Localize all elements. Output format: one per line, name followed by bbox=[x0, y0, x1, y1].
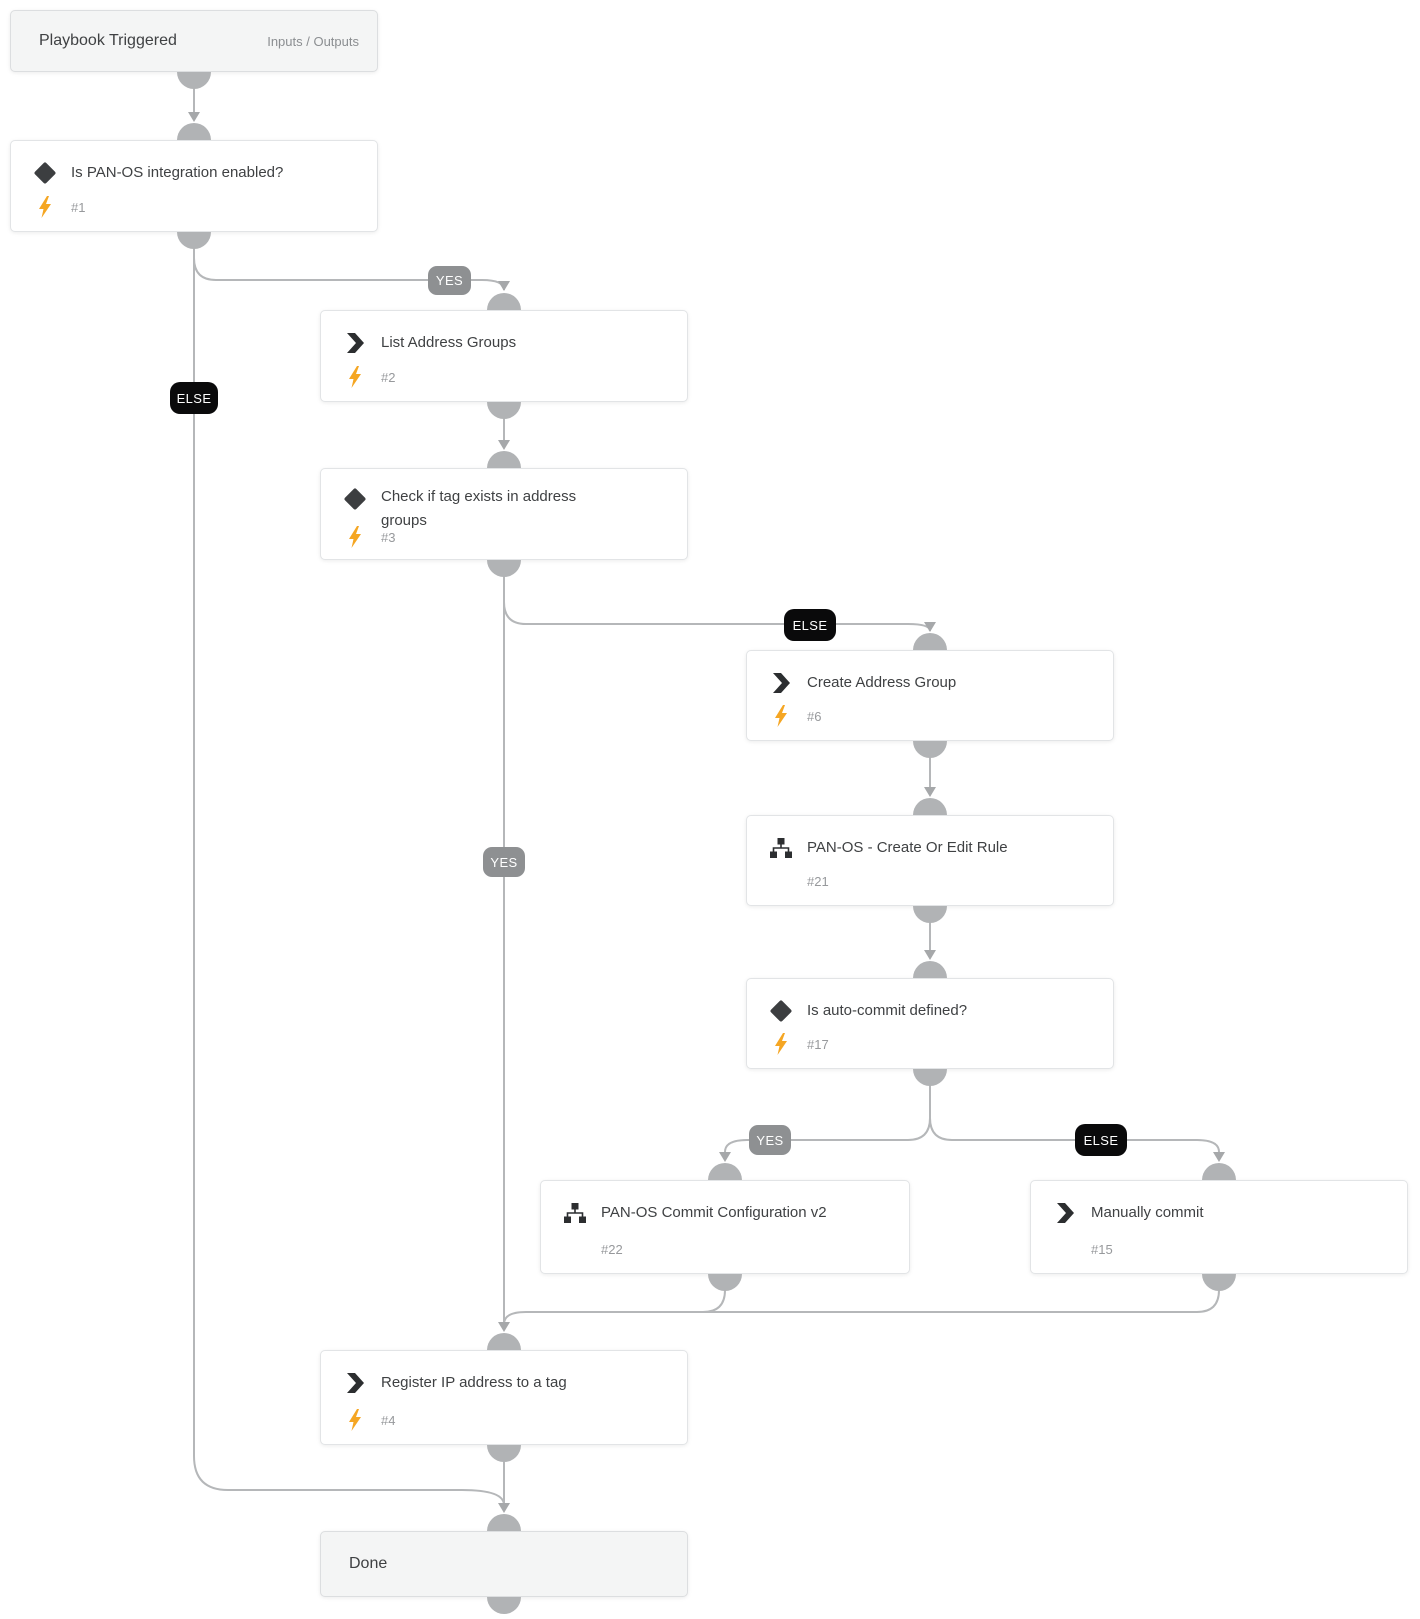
connector-node bbox=[177, 72, 211, 89]
connector-node bbox=[913, 798, 947, 815]
connector-node bbox=[177, 123, 211, 140]
connector-node bbox=[1202, 1274, 1236, 1291]
condition-diamond-icon bbox=[769, 999, 793, 1023]
condition-node-is-autocommit-defined[interactable]: Is auto-commit defined? #17 bbox=[746, 978, 1114, 1069]
connector-node bbox=[913, 906, 947, 923]
connector-node bbox=[487, 451, 521, 468]
task-title: Manually commit bbox=[1091, 1204, 1204, 1221]
subplaybook-sitemap-icon bbox=[563, 1201, 587, 1225]
automation-bolt-icon bbox=[769, 704, 793, 728]
condition-node-is-panos-enabled[interactable]: Is PAN-OS integration enabled? #1 bbox=[10, 140, 378, 232]
end-node-done[interactable]: Done bbox=[320, 1531, 688, 1597]
connector-node bbox=[708, 1163, 742, 1180]
automation-chevron-icon bbox=[343, 1371, 367, 1395]
connector-node bbox=[487, 1333, 521, 1350]
connector-node bbox=[913, 633, 947, 650]
inputs-outputs-link[interactable]: Inputs / Outputs bbox=[267, 33, 359, 49]
subplaybook-node-commit-configuration[interactable]: PAN-OS Commit Configuration v2 #22 bbox=[540, 1180, 910, 1274]
automation-bolt-icon bbox=[343, 1408, 367, 1432]
automation-bolt-icon bbox=[343, 365, 367, 389]
connector-node bbox=[913, 741, 947, 758]
automation-bolt-icon bbox=[343, 525, 367, 549]
task-id: #2 bbox=[381, 369, 396, 385]
automation-bolt-icon bbox=[33, 195, 57, 219]
connector-node bbox=[487, 1445, 521, 1462]
task-id: #22 bbox=[601, 1241, 623, 1257]
task-id: #3 bbox=[381, 529, 396, 545]
task-title: PAN-OS Commit Configuration v2 bbox=[601, 1204, 827, 1221]
task-id: #6 bbox=[807, 708, 822, 724]
task-title: Is auto-commit defined? bbox=[807, 1002, 968, 1019]
condition-node-check-tag-exists[interactable]: Check if tag exists in address groups #3 bbox=[320, 468, 688, 560]
task-title: Create Address Group bbox=[807, 674, 957, 691]
connector-node bbox=[177, 232, 211, 249]
connector-node bbox=[487, 1514, 521, 1531]
condition-diamond-icon bbox=[33, 161, 57, 185]
edge-label-else: ELSE bbox=[784, 609, 836, 641]
task-node-list-address-groups[interactable]: List Address Groups #2 bbox=[320, 310, 688, 402]
task-id: #21 bbox=[807, 873, 829, 889]
connector-node bbox=[913, 1069, 947, 1086]
task-id: #17 bbox=[807, 1036, 829, 1052]
edge-label-yes: YES bbox=[749, 1125, 791, 1155]
task-id: #4 bbox=[381, 1412, 396, 1428]
task-node-manually-commit[interactable]: Manually commit #15 bbox=[1030, 1180, 1408, 1274]
connector-node bbox=[487, 560, 521, 577]
edge-label-yes: YES bbox=[428, 266, 471, 295]
connector-node bbox=[913, 961, 947, 978]
edge-label-else: ELSE bbox=[1075, 1124, 1127, 1156]
subplaybook-sitemap-icon bbox=[769, 836, 793, 860]
task-node-register-ip-to-tag[interactable]: Register IP address to a tag #4 bbox=[320, 1350, 688, 1445]
automation-chevron-icon bbox=[1053, 1201, 1077, 1225]
task-title: List Address Groups bbox=[381, 334, 517, 351]
automation-chevron-icon bbox=[343, 331, 367, 355]
end-node-title: Done bbox=[349, 1555, 388, 1572]
icon-spacer bbox=[1053, 1237, 1077, 1261]
task-node-create-address-group[interactable]: Create Address Group #6 bbox=[746, 650, 1114, 741]
connector-node bbox=[487, 293, 521, 310]
task-id: #15 bbox=[1091, 1241, 1113, 1257]
icon-spacer bbox=[769, 869, 793, 893]
task-id: #1 bbox=[71, 199, 86, 215]
start-node-title: Playbook Triggered bbox=[39, 32, 177, 49]
connector-node bbox=[487, 1597, 521, 1614]
subplaybook-node-create-or-edit-rule[interactable]: PAN-OS - Create Or Edit Rule #21 bbox=[746, 815, 1114, 906]
task-title: Register IP address to a tag bbox=[381, 1374, 567, 1391]
task-title: Check if tag exists in address groups bbox=[381, 488, 577, 529]
edge-label-else: ELSE bbox=[170, 382, 218, 414]
automation-chevron-icon bbox=[769, 671, 793, 695]
start-node-playbook-triggered[interactable]: Playbook Triggered Inputs / Outputs bbox=[10, 10, 378, 72]
icon-spacer bbox=[563, 1237, 587, 1261]
task-title: Is PAN-OS integration enabled? bbox=[71, 164, 284, 181]
task-title: PAN-OS - Create Or Edit Rule bbox=[807, 839, 1008, 856]
connector-node bbox=[1202, 1163, 1236, 1180]
connector-node bbox=[708, 1274, 742, 1291]
condition-diamond-icon bbox=[343, 487, 367, 511]
automation-bolt-icon bbox=[769, 1032, 793, 1056]
edge-label-yes: YES bbox=[483, 847, 525, 877]
connector-node bbox=[487, 402, 521, 419]
